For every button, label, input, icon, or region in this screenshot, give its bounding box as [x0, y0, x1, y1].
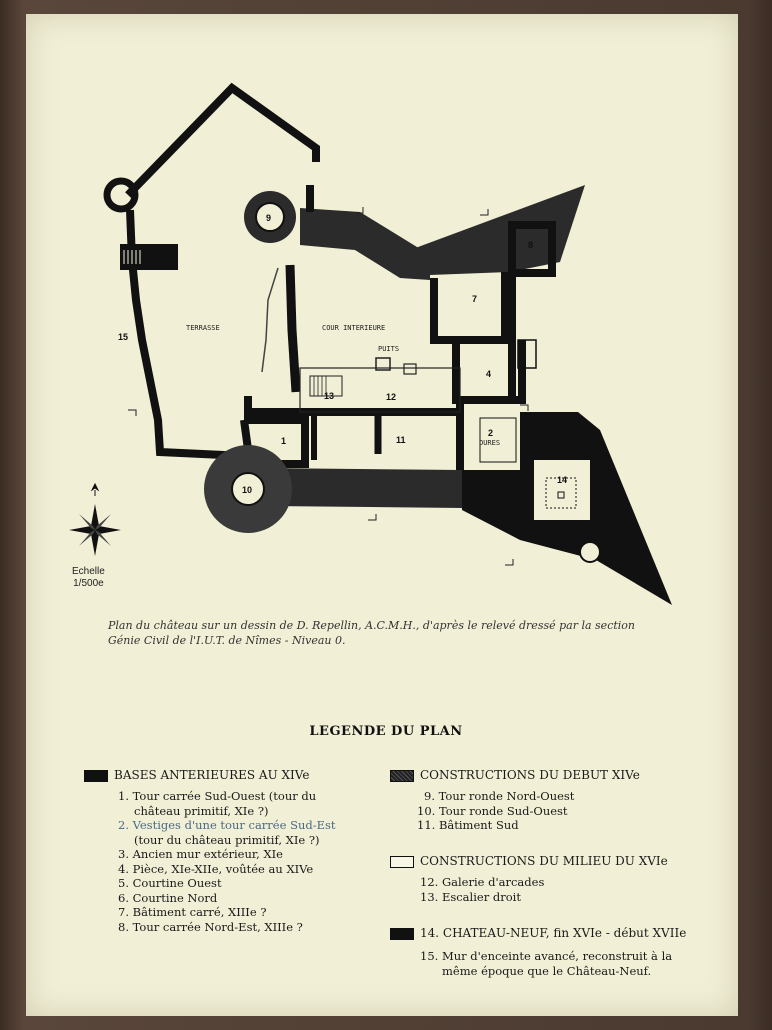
legend-item: 4. Pièce, XIe-XIIe, voûtée au XIVe — [118, 861, 314, 876]
legend-item: 11. Bâtiment Sud — [417, 818, 519, 832]
scale-label: Echelle 1/500e — [72, 566, 105, 590]
label-cour: COUR INTERIEURE — [322, 324, 385, 332]
legend-item: 7. Bâtiment carré, XIIIe ? — [118, 905, 267, 919]
legend-item: 1. Tour carrée Sud-Ouest (tour du — [118, 789, 317, 803]
legend-heading: 14. CHATEAU-NEUF, fin XVIe - début XVIIe — [390, 926, 686, 940]
label-terrasse: TERRASSE — [186, 324, 220, 332]
legend-heading-text: CONSTRUCTIONS DU MILIEU DU XVIe — [420, 854, 668, 868]
scale-title: Echelle — [72, 566, 105, 577]
legend-list: 12. Galerie d'arcades 13. Escalier droit — [420, 875, 544, 904]
swatch-hatched-icon — [390, 769, 414, 782]
courtine-ouest — [285, 264, 301, 393]
legend-item: même époque que le Château-Neuf. — [442, 963, 652, 978]
plan-number: 10 — [242, 485, 252, 495]
courtine-nord — [300, 208, 430, 280]
enceinte-wall — [125, 82, 320, 198]
legend-heading: BASES ANTERIEURES AU XIVe — [84, 768, 309, 782]
plan-caption: Plan du château sur un dessin de D. Repe… — [108, 618, 668, 648]
swatch-solid-icon — [390, 927, 414, 940]
swatch-solid-icon — [84, 769, 108, 782]
north-east-wedge — [410, 185, 585, 275]
legend-heading: CONSTRUCTIONS DU MILIEU DU XVIe — [390, 854, 668, 868]
plan-number: 2 — [488, 428, 493, 438]
legend-heading: CONSTRUCTIONS DU DEBUT XIVe — [390, 768, 640, 782]
courtine-sud — [260, 468, 462, 508]
compass-rose-icon — [69, 482, 121, 556]
piece-4 — [452, 340, 526, 404]
legend-heading-text: CONSTRUCTIONS DU DEBUT XIVe — [420, 768, 640, 782]
legend-item: 3. Ancien mur extérieur, XIe — [118, 847, 283, 861]
plan-number: 12 — [386, 392, 396, 402]
legend-item: château primitif, XIe ?) — [134, 803, 269, 818]
legend-title: LEGENDE DU PLAN — [309, 724, 463, 739]
plan-number: 14 — [557, 475, 567, 485]
legend-item: 6. Courtine Nord — [118, 890, 218, 905]
swatch-white-icon — [390, 855, 414, 868]
scale-value: 1/500e — [73, 578, 104, 589]
plan-number: 1 — [281, 436, 286, 446]
galerie-arcades — [299, 367, 461, 413]
batiment-7 — [430, 272, 509, 344]
legend-list: 15. Mur d'enceinte avancé, reconstruit à… — [420, 949, 672, 978]
plan-number: 8 — [528, 240, 533, 250]
legend-heading-text: BASES ANTERIEURES AU XIVe — [114, 768, 310, 782]
legend-list: 9. Tour ronde Nord-Ouest 10. Tour ronde … — [417, 789, 575, 833]
tour-8 — [508, 221, 556, 277]
plan-number: 7 — [472, 294, 477, 304]
legend-item: (tour du château primitif, XIe ?) — [134, 832, 320, 847]
enceinte-round-tower — [103, 177, 139, 213]
label-oures: OURES — [479, 439, 500, 447]
plan-number: 15 — [118, 332, 128, 342]
plan-number: 4 — [486, 369, 491, 379]
legend-item: 9. Tour ronde Nord-Ouest — [424, 789, 575, 803]
plan-number: 9 — [266, 213, 271, 223]
legend-item: 12. Galerie d'arcades — [420, 875, 545, 889]
enceinte-stair — [120, 244, 178, 270]
legend-item: 2. Vestiges d'une tour carrée Sud-Est — [118, 818, 336, 832]
legend-heading-text: 14. CHATEAU-NEUF, fin XVIe - début XVIIe — [420, 926, 687, 940]
legend-item: 5. Courtine Ouest — [118, 876, 222, 890]
legend-item: 13. Escalier droit — [420, 889, 521, 904]
legend-item: 15. Mur d'enceinte avancé, reconstruit à… — [420, 949, 673, 963]
plan-number: 13 — [324, 391, 334, 401]
legend-list: 1. Tour carrée Sud-Ouest (tour du châtea… — [118, 789, 336, 934]
caption-line-1: Plan du château sur un dessin de D. Repe… — [108, 619, 636, 632]
legend-item: 8. Tour carrée Nord-Est, XIIIe ? — [118, 919, 303, 934]
caption-line-2: Génie Civil de l'I.U.T. de Nîmes - Nivea… — [108, 634, 346, 647]
label-puits: PUITS — [378, 345, 399, 353]
plan-number: 11 — [396, 435, 406, 445]
legend-item: 10. Tour ronde Sud-Ouest — [417, 803, 568, 818]
